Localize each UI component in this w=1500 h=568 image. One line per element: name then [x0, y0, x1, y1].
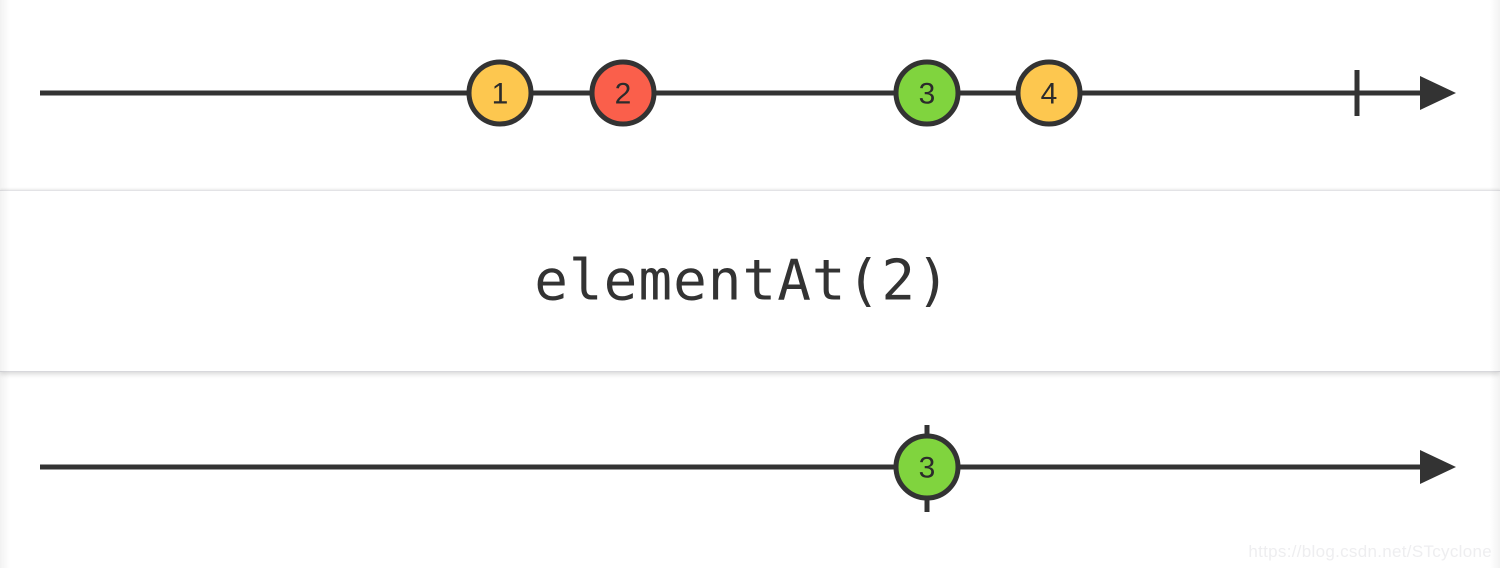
source-marble-1-circle[interactable]: [466, 59, 534, 127]
source-marble-4-circle[interactable]: [1015, 59, 1083, 127]
watermark-text: https://blog.csdn.net/STcyclone: [1248, 542, 1492, 561]
source-marble-3-label: 3: [919, 78, 936, 111]
source-marble-1-label: 1: [492, 78, 509, 111]
output-marble-3[interactable]: 3: [893, 433, 961, 501]
source-marble-2-label: 2: [615, 78, 632, 111]
output-timeline-svg: 3: [40, 425, 1456, 512]
source-marble-4[interactable]: 4: [1015, 59, 1083, 127]
source-marble-3-circle[interactable]: [893, 59, 961, 127]
source-marble-4-label: 4: [1041, 78, 1058, 111]
output-timeline-panel: 3: [0, 372, 1500, 568]
source-timeline-svg: 1 2 3 4: [40, 59, 1456, 127]
output-arrow-head-icon: [1420, 450, 1456, 484]
source-marble-2-circle[interactable]: [589, 59, 657, 127]
output-marble-3-label: 3: [919, 452, 936, 485]
operator-panel: elementAt(2): [0, 190, 1500, 372]
operator-label: elementAt(2): [534, 248, 951, 314]
source-timeline-panel: 1 2 3 4: [0, 0, 1500, 190]
source-marble-2[interactable]: 2: [589, 59, 657, 127]
output-marble-3-circle[interactable]: [893, 433, 961, 501]
source-marble-3[interactable]: 3: [893, 59, 961, 127]
source-arrow-head-icon: [1420, 76, 1456, 110]
source-marble-1[interactable]: 1: [466, 59, 534, 127]
